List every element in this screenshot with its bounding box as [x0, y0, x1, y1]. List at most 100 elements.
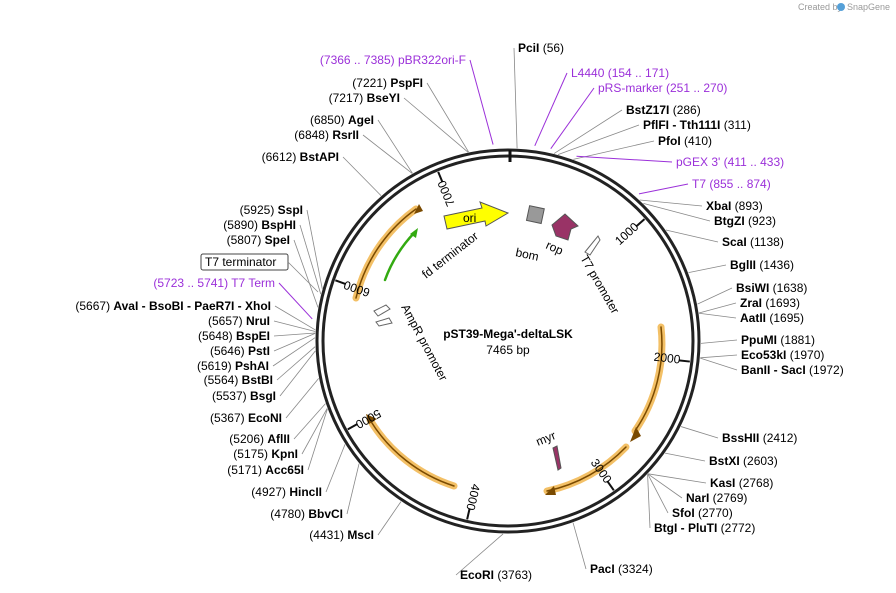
rop-label: rop: [544, 238, 566, 258]
primer-leader: [278, 282, 313, 320]
site-labels: PciI (56) BstZ17I (286)PflFI - Tth111I (3…: [75, 41, 843, 582]
site-leader: [557, 124, 640, 155]
primer-leader: [469, 59, 494, 145]
site-leader: [700, 354, 738, 359]
tick-mark: [678, 359, 690, 363]
site-leader: [700, 339, 738, 344]
site-label: (5619) PshAI: [197, 359, 269, 373]
site-leader: [306, 209, 323, 289]
site-label: BstZ17I (286): [626, 103, 701, 117]
site-label: (5925) SspI: [240, 203, 303, 217]
site-label: NarI (2769): [686, 491, 747, 505]
site-leader: [276, 346, 316, 381]
primer-leader: [576, 155, 673, 163]
myr-label: myr: [534, 428, 558, 448]
primer-leader: [638, 183, 689, 195]
site-leader: [307, 408, 328, 471]
site-leader: [647, 473, 683, 499]
site-label: (5171) Acc65I: [227, 463, 304, 477]
site-label: BglII (1436): [730, 258, 794, 272]
site-label: (7217) BseYI: [329, 91, 400, 105]
site-leader: [377, 501, 402, 536]
site-leader: [285, 378, 319, 419]
site-label: SfoI (2770): [672, 506, 733, 520]
t7-terminator-label: T7 terminator: [205, 255, 276, 269]
site-label: (4780) BbvCI: [270, 507, 343, 521]
primer-label: (5723 .. 5741) T7 Term: [153, 276, 275, 290]
backbone-inner: [321, 154, 695, 528]
tick-mark: [335, 279, 347, 285]
site-label: (5648) BspEI: [198, 329, 270, 343]
site-label: PacI (3324): [590, 562, 653, 576]
site-leader: [643, 202, 711, 222]
site-label: (5537) BsgI: [212, 389, 276, 403]
site-leader: [664, 452, 706, 462]
site-leader: [698, 312, 737, 319]
site-leader: [553, 109, 623, 154]
site-label: PpuMI (1881): [741, 333, 815, 347]
site-leader: [680, 426, 719, 439]
tick-label: 6000: [342, 278, 372, 300]
leader-lines: [272, 47, 738, 576]
orf-arcs: [352, 205, 666, 495]
tick-mark: [437, 171, 444, 183]
site-label: PciI (56): [518, 41, 564, 55]
tick-mark: [347, 423, 358, 431]
site-label: (5890) BspHI: [223, 218, 296, 232]
tick-label: 4000: [463, 483, 483, 512]
site-leader: [697, 287, 733, 305]
myr-feature: [552, 445, 562, 471]
fd-terminator-label: fd terminator: [419, 229, 481, 282]
site-label: (4431) MscI: [309, 528, 374, 542]
site-label: (5646) PstI: [210, 344, 270, 358]
site-label: PflFI - Tth111I (311): [643, 118, 751, 132]
primer-leader: [550, 87, 595, 149]
site-label: BtgI - PluTI (2772): [654, 521, 755, 535]
site-leader: [346, 463, 360, 515]
site-label: (4927) HincII: [251, 485, 322, 499]
orf-arrowheads: [366, 204, 641, 495]
primer-leader: [534, 72, 568, 147]
site-leader: [698, 302, 737, 314]
site-leader: [274, 305, 316, 331]
snapgene-logo-icon: [837, 3, 845, 11]
site-label: (6848) RsrII: [294, 128, 359, 142]
site-label: BsiWI (1638): [736, 281, 807, 295]
t7-promoter-feature: [584, 235, 601, 256]
site-leader: [342, 156, 382, 196]
primer-label: pGEX 3' (411 .. 433): [676, 155, 784, 169]
tick-label: 2000: [653, 350, 681, 367]
credit-prefix: Created by: [798, 2, 843, 12]
site-leader: [272, 337, 316, 367]
site-leader: [293, 403, 326, 440]
site-leader: [700, 357, 738, 371]
bom-label: bom: [514, 245, 540, 264]
bom-feature: [525, 205, 545, 225]
site-leader: [647, 473, 669, 514]
t7-promoter-label: T7 promoter: [577, 253, 622, 317]
site-leader: [301, 408, 328, 455]
site-leader: [299, 224, 322, 295]
site-label: XbaI (893): [706, 199, 763, 213]
tick-mark: [466, 508, 471, 520]
site-label: (5667) AvaI - BsoBI - PaeR7I - XhoI: [75, 299, 271, 313]
primer-label: L4440 (154 .. 171): [571, 66, 669, 80]
site-label: (6612) BstAPI: [262, 150, 339, 164]
ampr-promoter-label: AmpR promoter: [398, 302, 450, 383]
site-label: BstXI (2603): [709, 454, 778, 468]
site-label: PfoI (410): [658, 134, 712, 148]
primer-leader-lines: [278, 59, 689, 320]
site-label: (7221) PspFI: [352, 76, 423, 90]
site-label: (5367) EcoNI: [210, 411, 282, 425]
site-leader: [639, 199, 703, 207]
site-label: (5206) AflII: [229, 432, 290, 446]
site-leader: [403, 97, 469, 153]
site-leader: [665, 229, 719, 243]
site-leader: [573, 140, 655, 160]
site-leader: [362, 134, 413, 174]
primer-label: pRS-marker (251 .. 270): [598, 81, 727, 95]
site-label: EcoRI (3763): [460, 568, 532, 582]
site-leader: [455, 533, 504, 576]
site-label: Eco53kI (1970): [741, 348, 824, 362]
